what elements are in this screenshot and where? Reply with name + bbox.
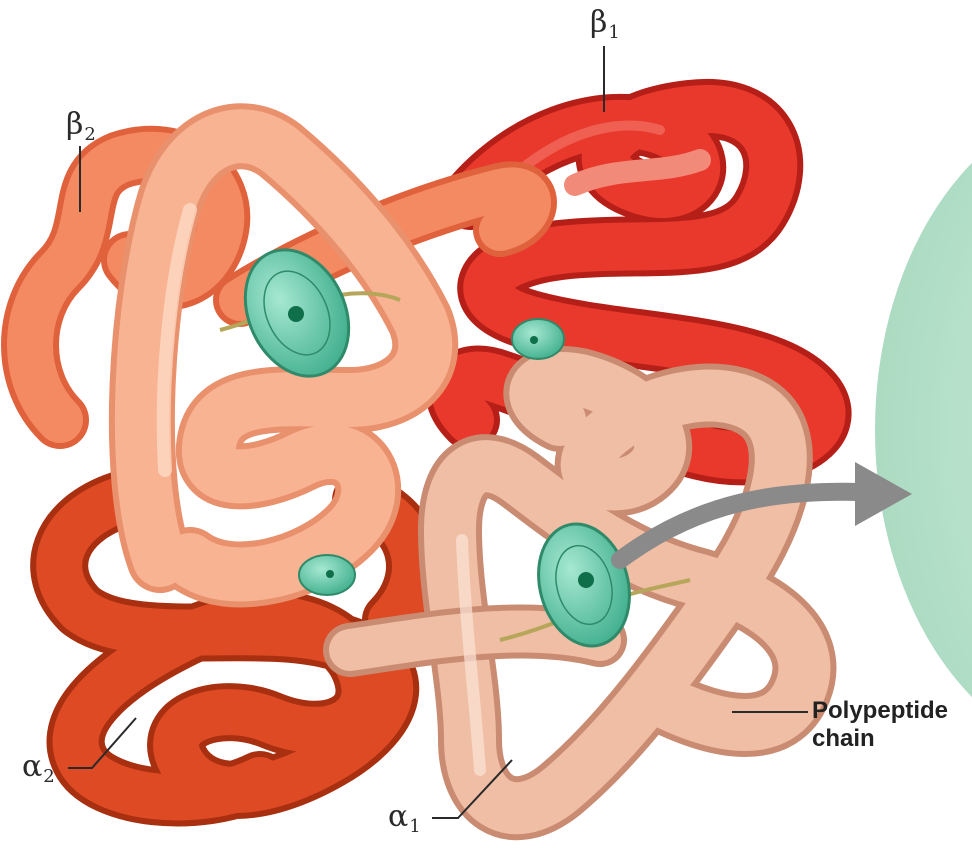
beta1-label: β1 bbox=[590, 8, 620, 38]
alpha1-label: α1 bbox=[388, 802, 421, 832]
alpha1-subscript: 1 bbox=[409, 816, 420, 837]
polypeptide-label-line2: chain bbox=[812, 725, 948, 753]
beta1-subscript: 1 bbox=[608, 22, 619, 43]
alpha2-subscript: 2 bbox=[43, 766, 54, 787]
alpha2-label: α2 bbox=[22, 752, 55, 782]
alpha1-symbol: α bbox=[388, 799, 408, 834]
heme-group-center bbox=[512, 319, 564, 359]
polypeptide-chain-label: Polypeptide chain bbox=[812, 697, 948, 752]
heme-group-lower bbox=[299, 555, 355, 595]
beta2-symbol: β bbox=[66, 107, 83, 142]
zoom-bubble bbox=[875, 100, 972, 760]
beta2-subscript: 2 bbox=[84, 124, 95, 145]
polypeptide-label-line1: Polypeptide bbox=[812, 697, 948, 725]
beta2-label: β2 bbox=[66, 110, 96, 140]
alpha2-symbol: α bbox=[22, 749, 42, 784]
beta1-symbol: β bbox=[590, 5, 607, 40]
